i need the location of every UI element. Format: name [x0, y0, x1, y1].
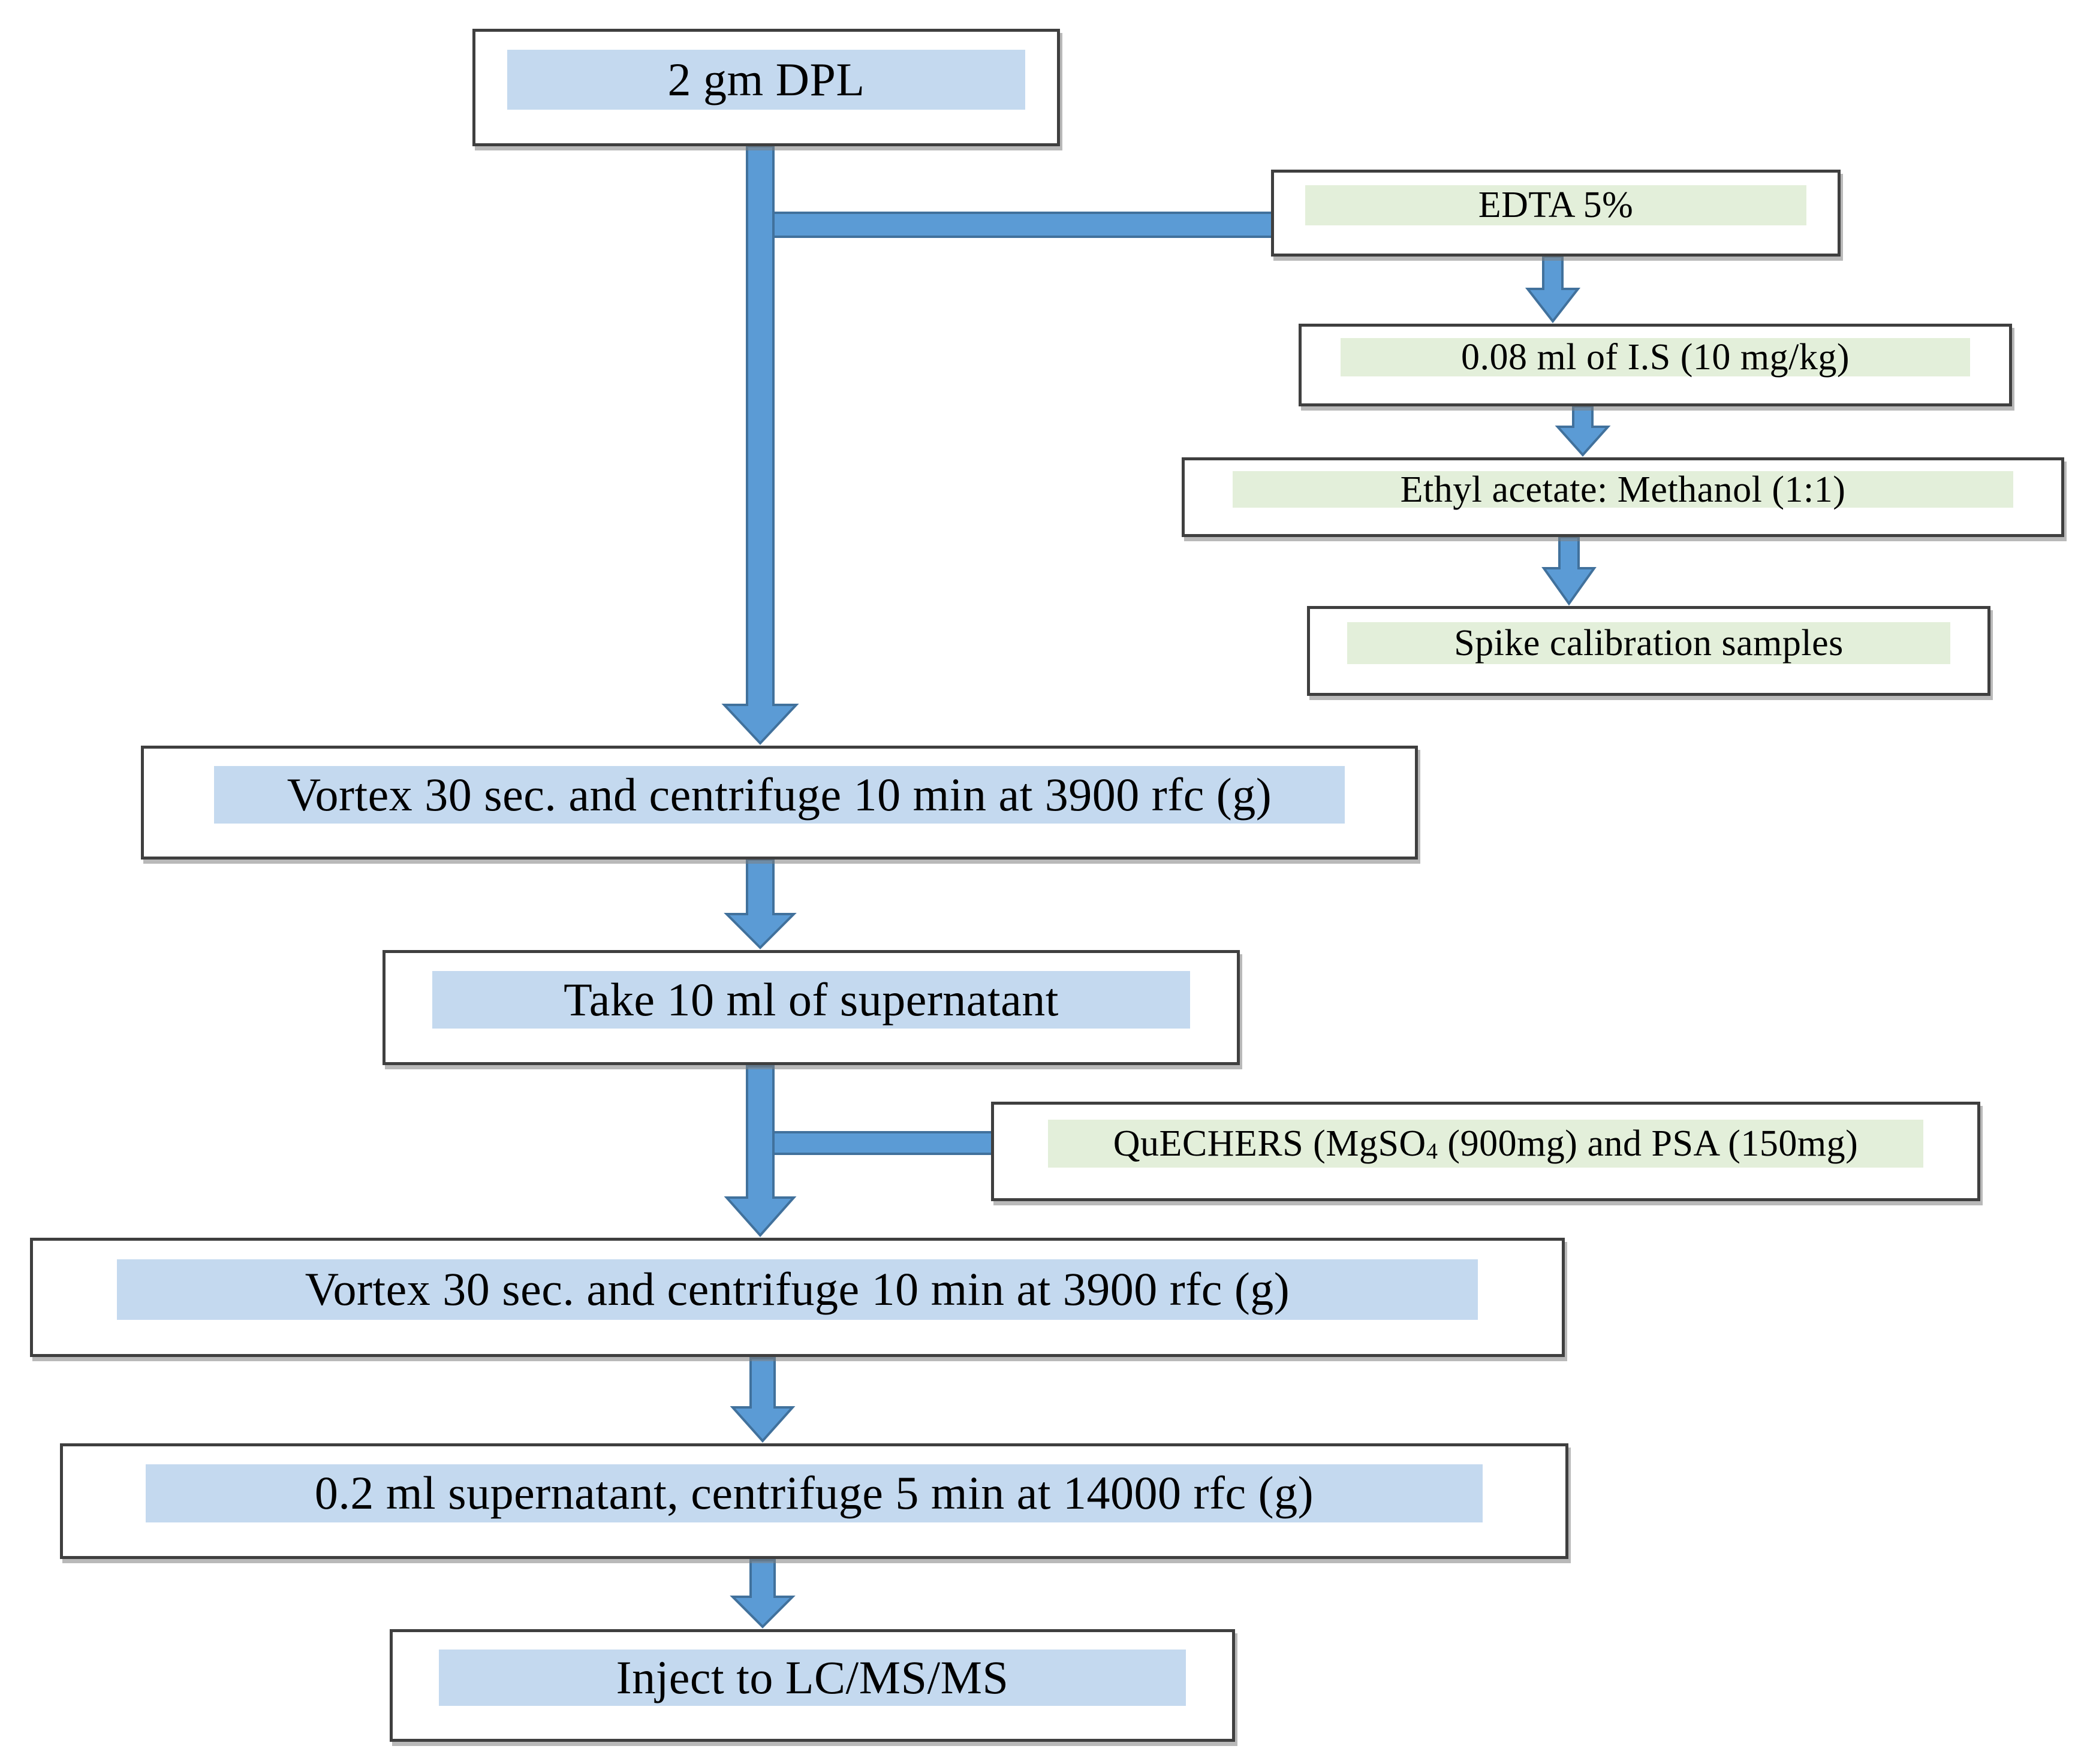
arrow-supernatant-to-inject	[730, 1559, 796, 1629]
node-spike-calibration-label: Spike calibration samples	[1454, 622, 1844, 664]
arrow-ethyl-to-spike	[1541, 536, 1597, 606]
node-spike-calibration: Spike calibration samples	[1307, 606, 1990, 696]
node-ethyl-acetate-methanol: Ethyl acetate: Methanol (1:1)	[1182, 457, 2064, 537]
node-ethyl-acetate-methanol-highlight: Ethyl acetate: Methanol (1:1)	[1233, 469, 2013, 510]
node-quechers-highlight: QuECHERS (MgSO4 (900mg) and PSA (150mg)	[1048, 1119, 1923, 1168]
node-final-centrifuge-label: 0.2 ml supernatant, centrifuge 5 min at …	[314, 1467, 1314, 1519]
node-edta-label: EDTA 5%	[1478, 185, 1634, 226]
node-edta: EDTA 5%	[1271, 170, 1841, 257]
node-ethyl-acetate-methanol-label: Ethyl acetate: Methanol (1:1)	[1400, 469, 1846, 510]
node-take-supernatant: Take 10 ml of supernatant	[383, 950, 1240, 1065]
node-vortex-centrifuge-2-highlight: Vortex 30 sec. and centrifuge 10 min at …	[117, 1259, 1478, 1320]
node-vortex-centrifuge-1: Vortex 30 sec. and centrifuge 10 min at …	[141, 746, 1418, 860]
arrow-take-to-vortex2	[724, 1065, 797, 1238]
node-inject-lcmsms: Inject to LC/MS/MS	[390, 1629, 1235, 1742]
node-internal-standard: 0.08 ml of I.S (10 mg/kg)	[1299, 324, 2012, 406]
node-final-centrifuge-highlight: 0.2 ml supernatant, centrifuge 5 min at …	[145, 1464, 1483, 1523]
quechers-label-pre: QuECHERS (MgSO	[1113, 1123, 1426, 1164]
node-sample-dpl-label: 2 gm DPL	[667, 53, 865, 105]
connector-main-to-quechers	[772, 1131, 995, 1155]
quechers-label-post: (900mg) and PSA (150mg)	[1438, 1123, 1859, 1164]
connector-main-to-edta	[772, 212, 1273, 238]
node-take-supernatant-highlight: Take 10 ml of supernatant	[432, 970, 1190, 1029]
node-internal-standard-label: 0.08 ml of I.S (10 mg/kg)	[1461, 336, 1850, 378]
arrow-is-to-ethyl	[1555, 405, 1611, 457]
node-final-centrifuge: 0.2 ml supernatant, centrifuge 5 min at …	[60, 1443, 1568, 1559]
node-internal-standard-highlight: 0.08 ml of I.S (10 mg/kg)	[1340, 336, 1971, 378]
quechers-label-subscript: 4	[1426, 1139, 1438, 1165]
node-quechers: QuECHERS (MgSO4 (900mg) and PSA (150mg)	[991, 1102, 1980, 1201]
node-sample-dpl-highlight: 2 gm DPL	[507, 50, 1025, 110]
node-spike-calibration-highlight: Spike calibration samples	[1347, 622, 1950, 665]
arrow-dpl-to-vortex1	[721, 145, 799, 745]
node-vortex-centrifuge-2: Vortex 30 sec. and centrifuge 10 min at …	[30, 1238, 1565, 1357]
node-take-supernatant-label: Take 10 ml of supernatant	[564, 973, 1059, 1026]
node-quechers-label: QuECHERS (MgSO4 (900mg) and PSA (150mg)	[1113, 1123, 1859, 1165]
node-inject-lcmsms-highlight: Inject to LC/MS/MS	[439, 1649, 1186, 1706]
arrow-vortex2-to-supernatant	[730, 1357, 796, 1443]
node-vortex-centrifuge-1-highlight: Vortex 30 sec. and centrifuge 10 min at …	[213, 766, 1345, 824]
node-vortex-centrifuge-2-label: Vortex 30 sec. and centrifuge 10 min at …	[305, 1263, 1290, 1316]
node-edta-highlight: EDTA 5%	[1305, 185, 1807, 226]
node-sample-dpl: 2 gm DPL	[472, 29, 1060, 146]
arrow-vortex1-to-take	[724, 858, 797, 949]
node-inject-lcmsms-label: Inject to LC/MS/MS	[616, 1651, 1009, 1703]
node-vortex-centrifuge-1-label: Vortex 30 sec. and centrifuge 10 min at …	[287, 768, 1272, 821]
arrow-edta-to-is	[1525, 255, 1581, 324]
